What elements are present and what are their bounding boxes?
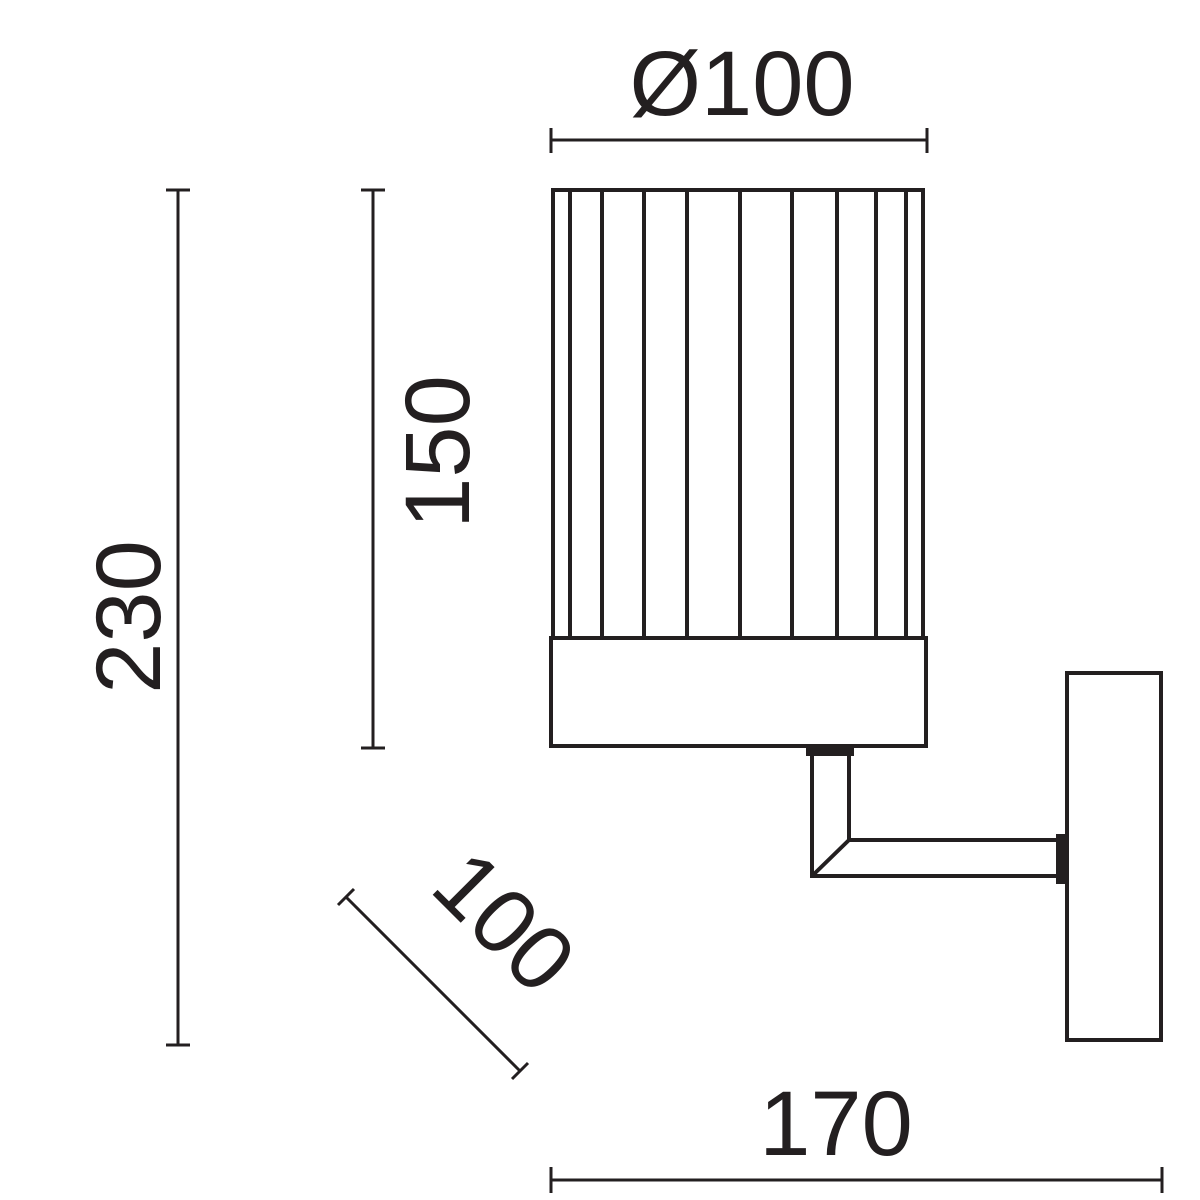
projection-label: 170 (759, 1073, 913, 1175)
lamp-base-ring (549, 636, 928, 748)
socket-connector (806, 746, 854, 756)
shade-height-label: 150 (387, 375, 489, 529)
total-height-dimension: 230 (78, 188, 190, 1047)
diameter-label: Ø100 (629, 33, 854, 135)
diameter-dimension: Ø100 (549, 33, 929, 153)
lamp-arm (810, 756, 1068, 884)
lamp-shade (551, 188, 925, 640)
depth-dimension: 100 (336, 832, 595, 1081)
wall-plate (1065, 671, 1163, 1042)
depth-label: 100 (414, 832, 595, 1013)
projection-dimension: 170 (549, 1073, 1164, 1193)
total-height-label: 230 (78, 540, 180, 694)
shade-height-dimension: 150 (361, 188, 489, 750)
